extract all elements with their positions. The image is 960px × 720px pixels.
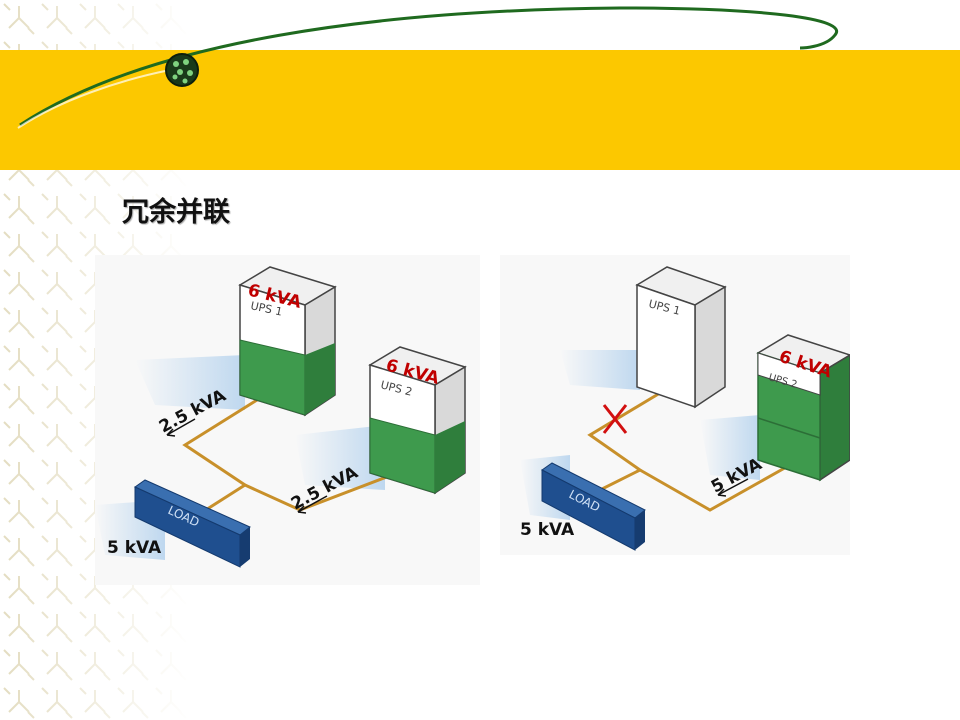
- disconnect-x-icon: [602, 404, 628, 434]
- ups2-unit: UPS 2 6 kVA: [368, 346, 467, 495]
- ups2-unit: UPS 2 6 kVA: [756, 334, 850, 482]
- title-band: [0, 50, 960, 170]
- ups2-battery-side: [435, 421, 465, 493]
- ups2-shadow: [700, 415, 760, 480]
- ups1-side: [694, 285, 726, 409]
- total-load-label: 5 kVA: [107, 538, 162, 558]
- branch1-arrow: [166, 418, 196, 436]
- swoosh-decoration: [17, 6, 839, 129]
- total-load-label: 5 kVA: [520, 520, 575, 540]
- branch-arrow: [717, 478, 749, 496]
- cable-network: [587, 388, 791, 512]
- slide-title: 冗余并联: [122, 197, 230, 228]
- ups2-shadow: [295, 425, 385, 490]
- ups1-unit: UPS 1 6 kVA: [238, 266, 337, 417]
- globe-icon: [165, 53, 199, 87]
- ups1-shadow: [560, 350, 640, 390]
- ups1-battery-side: [305, 343, 335, 415]
- ups1-unit: UPS 1: [635, 266, 727, 409]
- load-side: [240, 527, 250, 567]
- load-unit: LOAD: [133, 479, 251, 568]
- right-diagram: UPS 1 UPS 2 6 kVA LOAD 5 kVA 5 kVA: [500, 255, 850, 555]
- load-unit: LOAD: [541, 462, 646, 551]
- left-diagram: UPS 1 6 kVA UPS 2 6 kVA LOAD 2.5 kVA 2.5…: [95, 255, 480, 585]
- branch2-arrow: [297, 495, 328, 513]
- ups1-shadow: [135, 355, 245, 410]
- ups2-top-panel: [757, 352, 821, 396]
- load-side: [635, 510, 645, 550]
- ups1-front: [636, 283, 696, 409]
